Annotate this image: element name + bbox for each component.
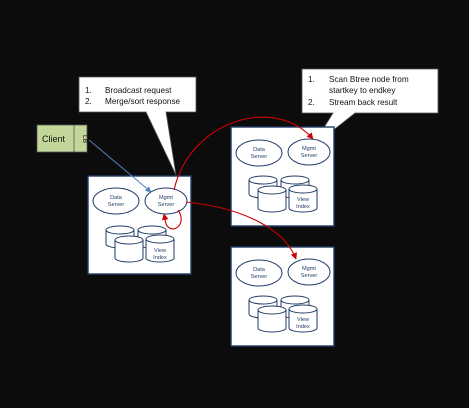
client-box: Client LB — [36, 124, 88, 153]
node-2: Data Server Mgmt Server View Index — [230, 126, 335, 227]
node-3: Data Server Mgmt Server View Index — [230, 246, 335, 347]
arrow-mgmt-to-node-2 — [173, 116, 314, 191]
node-1-mgmt-server-l1: Mgmt — [159, 195, 173, 201]
callout-right-text-2: startkey to endkey — [329, 86, 396, 95]
lb-label: LB — [81, 135, 88, 143]
node-1-disk-stack — [105, 225, 175, 263]
callout-right-text-3: Stream back result — [329, 98, 398, 107]
arrow-mgmt-to-node-3 — [185, 201, 297, 260]
node-3-disk-stack — [248, 295, 318, 333]
callout-left-text-1: Broadcast request — [105, 86, 172, 95]
callout-left: 1. Broadcast request 2. Merge/sort respo… — [78, 76, 197, 176]
callout-left-text-2: Merge/sort response — [105, 97, 181, 106]
client-label: Client — [42, 134, 66, 144]
callout-right-num-2: 2. — [308, 98, 315, 107]
node-1-data-server-l2: Server — [108, 202, 125, 208]
node-2-mgmt-server-l1: Mgmt — [302, 146, 316, 152]
node-2-data-server-l1: Data — [253, 147, 266, 153]
arrow-client-to-mgmt — [88, 139, 152, 193]
node-1-view-index-l2: Index — [153, 255, 167, 261]
node-1-view-index-l1: View — [154, 248, 167, 254]
callout-left-num-1: 1. — [85, 86, 92, 95]
node-2-view-index-l1: View — [297, 197, 310, 203]
callout-right-text-1: Scan Btree node from — [329, 75, 409, 84]
node-3-view-index-l1: View — [297, 317, 310, 323]
callout-right: 1. Scan Btree node from startkey to endk… — [301, 68, 439, 148]
node-2-view-index-l2: Index — [296, 204, 310, 210]
node-3-data-server-l1: Data — [253, 267, 266, 273]
node-1: Data Server Mgmt Server View Index — [87, 175, 192, 275]
node-2-data-server-l2: Server — [251, 154, 268, 160]
callout-left-num-2: 2. — [85, 97, 92, 106]
arrow-mgmt-self-loop — [161, 209, 182, 230]
node-1-data-server-l1: Data — [110, 195, 123, 201]
node-3-data-server-l2: Server — [251, 274, 268, 280]
node-1-mgmt-server-l2: Server — [158, 202, 175, 208]
node-2-disk-stack — [248, 175, 318, 213]
node-3-view-index-l2: Index — [296, 324, 310, 330]
node-3-mgmt-server-l2: Server — [301, 273, 318, 279]
node-3-mgmt-server-l1: Mgmt — [302, 266, 316, 272]
callout-right-num-1: 1. — [308, 75, 315, 84]
node-2-mgmt-server-l2: Server — [301, 153, 318, 159]
